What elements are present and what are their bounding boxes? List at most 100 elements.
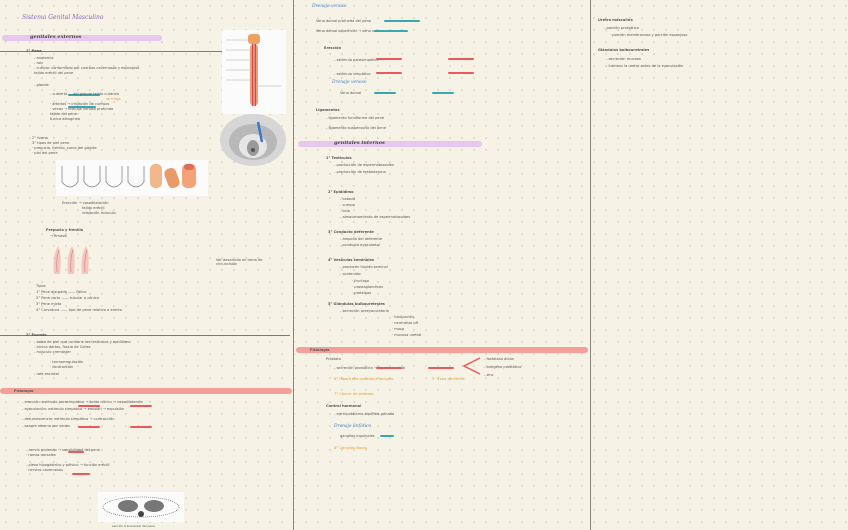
ligament-note: - ligamento fundiforme del pene [326, 116, 385, 120]
foreskin-illustration [53, 246, 89, 274]
foreskin-subtitle: → fimosis [50, 234, 67, 238]
anatomy-figure-longitudinal [222, 30, 286, 114]
epididymis-note: - cola [340, 209, 350, 213]
orange-note: 5° Zona periférica [432, 377, 465, 381]
penis-types-illustration [61, 164, 196, 189]
note-line: - glande [34, 83, 49, 87]
connector-line [0, 335, 290, 336]
seminal-note: - producen líquido seminal [340, 265, 388, 269]
control-label: Control hormonal [326, 404, 362, 408]
testis-note: - producción de espermatozoides [334, 163, 394, 167]
ligament-note: - ligamento suspensorio del pene [326, 126, 386, 130]
note-line: · prepucio, frenillo, surco del glande [32, 146, 97, 150]
gland-note: - secreción preeyaculatoria [340, 309, 389, 313]
teal-marker [68, 106, 96, 108]
red-marker [78, 426, 100, 428]
scrotum-notes: - bolsa de piel que contiene los testícu… [34, 340, 131, 376]
red-marker [376, 58, 402, 60]
note-line: 2° forma [32, 136, 48, 140]
right-block2-note: - lubrican la uretra antes de la eyacula… [606, 64, 684, 68]
note-line: Erección → vasodilatación [62, 201, 109, 205]
note-line: · ramas dorsales [26, 453, 56, 457]
column-divider-right [590, 0, 591, 530]
middle-top-note: Vena dorsal profunda del pene [316, 19, 372, 23]
connector-line [0, 51, 228, 52]
physiology-label: Fisiología [14, 389, 34, 393]
cross-section-illustration [102, 496, 180, 518]
note-line: · nervios cavernosos [26, 468, 63, 472]
skin-notes: 2° forma 3° tipos de piel pene · prepuci… [32, 136, 97, 155]
right-block1-note: · porción membranosa y porción esponjosa [610, 33, 688, 37]
note-line: - cubierta — del glande tejido cutáneo [50, 92, 119, 96]
teal-marker [374, 92, 396, 94]
note-line: · venas → drenaje venoso profundo [50, 107, 114, 111]
vessel-notes: - cubierta — del glande tejido cutáneo ·… [50, 92, 119, 121]
note-line: · termorregulación [50, 360, 84, 364]
lymphatic-note: ganglios inguinales [340, 434, 375, 438]
physiology-notes: - erección: estímulo parasimpático → óxi… [22, 400, 143, 428]
red-marker [78, 405, 100, 407]
epididymis-note: - almacenamiento de espermatozoides [340, 215, 411, 219]
middle-physiology-label: Fisiología [310, 348, 330, 352]
epididymis-note: - cuerpo [340, 203, 355, 207]
red-marker [448, 58, 474, 60]
pink-highlight [296, 347, 588, 353]
section-internal-heading: genitales internos [334, 140, 385, 146]
penis-types-figure [56, 160, 208, 196]
red-marker [72, 473, 90, 475]
section-external-heading: genitales externos [30, 34, 82, 40]
orange-note: 8° Ganglios iliacos [334, 446, 368, 450]
seminal-note: - contenido: [340, 272, 362, 276]
control-note: - eje hipotálamo-hipófisis-gónada [334, 412, 395, 416]
page-title: Sistema Genital Masculino [22, 14, 104, 21]
vessel-tag: se irriga [106, 97, 121, 101]
note-line: - erección: estímulo parasimpático → óxi… [22, 400, 143, 404]
heading-venous-second: Drenaje venoso [332, 80, 367, 85]
note-line: - cuerpo: conformado por cuerpos caverno… [34, 66, 140, 70]
teal-marker [384, 20, 420, 22]
heading-lymphatic: Drenaje linfático [334, 424, 372, 429]
pink-highlight [0, 388, 292, 394]
heading-venous-top: Drenaje venoso [312, 4, 347, 9]
gland-label: 5° Glándulas bulbouretrales [328, 302, 385, 306]
note-line: - anatomía [34, 56, 54, 60]
red-marker [376, 367, 402, 369]
seminal-note: · proteínas [352, 291, 372, 295]
epididymis-label: 2° Epidídimo [328, 190, 354, 194]
right-block1-label: Uretra masculina [598, 18, 633, 22]
note-line: 3° Pene mixto [36, 302, 62, 306]
anatomy-figure-pelvic [218, 112, 288, 168]
branch-arrow [462, 357, 481, 375]
red-marker [428, 367, 454, 369]
nerve-notes: - nervio pudendo → sensibilidad del pene… [26, 448, 110, 472]
note-line: - músculo cremáster [34, 350, 71, 354]
seminal-note: · prostaglandinas [352, 285, 384, 289]
note-line: - detumescencia: estímulo simpático → co… [22, 417, 115, 421]
pene-label: 1° Pene [26, 49, 42, 53]
testis-label: 1° Testículos [326, 156, 352, 160]
purple-highlight [298, 141, 482, 147]
teal-marker [374, 30, 408, 32]
prostate-branch: - fosfatasa ácida [484, 357, 514, 361]
note-line: 1° Pene alargado —— Fálico [36, 290, 87, 294]
note-line: tejido eréctil del pene [34, 71, 74, 75]
red-marker [376, 72, 402, 74]
teal-marker [432, 92, 454, 94]
middle-erection-note: - estímulo parasimpático [334, 58, 379, 62]
column-divider-left [293, 0, 294, 530]
note-line: - raíz [34, 61, 44, 65]
foreskin-title: Prepucio y frenillo [46, 228, 84, 232]
prostate-branch: - antígeno prostático [484, 365, 522, 369]
prostate-branch: - zinc [484, 373, 494, 377]
note-line: - rafe escrotal [34, 372, 60, 376]
red-marker [130, 405, 152, 407]
orange-note: 7° Cáncer de próstata [334, 392, 374, 396]
note-line: - bolsa de piel que contiene los testícu… [34, 340, 131, 344]
penis-longitudinal-illustration [226, 34, 282, 106]
note-line: - plexo hipogástrico y pélvico → función… [26, 463, 110, 467]
note-line: túnica albugínea [50, 117, 81, 121]
middle-second-note: Vena dorsal [340, 91, 362, 95]
vas-note: - conducto eyaculador [340, 243, 381, 247]
seminal-note: · fructosa [352, 279, 369, 283]
epididymis-note: - cabeza [340, 197, 356, 201]
